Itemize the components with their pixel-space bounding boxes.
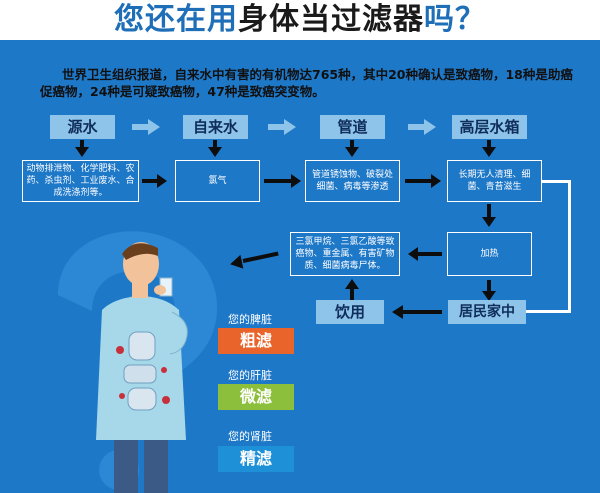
box-heating: 加热 — [447, 232, 532, 276]
arrow-down-icon — [482, 147, 496, 157]
box-source-pollutants: 动物排泄物、化学肥料、农药、杀虫剂、工业废水、合成洗涤剂等。 — [22, 160, 139, 202]
step-drink: 饮用 — [316, 300, 384, 324]
arrow-left-icon — [228, 254, 244, 272]
connector-line — [542, 180, 570, 183]
arrow-down-icon — [345, 147, 359, 157]
connector-line — [526, 310, 571, 313]
title-part2: 身体当过滤器 — [238, 2, 424, 37]
box-tap-chlorine: 氯气 — [175, 160, 260, 202]
arrow-right-icon — [264, 179, 292, 183]
header-pipe: 管道 — [320, 115, 385, 139]
title-part1: 您还在用 — [114, 2, 238, 37]
organ-label-liver: 您的肝脏 — [228, 369, 272, 382]
arrow-down-icon — [487, 280, 491, 292]
arrow-down-icon — [482, 217, 496, 227]
step-home: 居民家中 — [448, 300, 526, 324]
arrow-down-icon — [75, 147, 89, 157]
chevron-right-icon — [132, 119, 160, 135]
arrow-up-icon — [350, 286, 354, 300]
filter-badge-micro: 微滤 — [218, 384, 294, 410]
page-title: 您还在用身体当过滤器吗？ — [0, 0, 600, 40]
header-tank: 高层水箱 — [452, 115, 527, 139]
person-drinking-illustration — [96, 242, 188, 493]
arrow-left-icon — [392, 305, 403, 319]
arrow-down-icon — [482, 291, 496, 301]
box-tank-bacteria: 长期无人清理、细菌、青苔滋生 — [447, 160, 542, 202]
arrow-right-icon — [157, 174, 167, 188]
box-pipe-contamination: 管道锈蚀物、破裂处细菌、病毒等渗透 — [305, 160, 400, 202]
arrow-up-icon — [345, 279, 359, 289]
chevron-right-icon — [268, 119, 296, 135]
arrow-down-icon — [213, 140, 217, 148]
filter-badge-fine: 精滤 — [218, 446, 294, 472]
arrow-down-icon — [350, 140, 354, 148]
arrow-left-icon — [408, 247, 418, 261]
title-part3: 吗？ — [424, 2, 486, 37]
header-tap: 自来水 — [183, 115, 248, 139]
header-source: 源水 — [50, 115, 115, 139]
arrow-left-icon — [402, 310, 442, 314]
arrow-left-icon — [418, 252, 442, 256]
arrow-down-icon — [487, 140, 491, 148]
arrow-down-icon — [487, 204, 491, 218]
chevron-right-icon — [408, 119, 436, 135]
arrow-down-icon — [80, 140, 84, 148]
organ-label-spleen: 您的脾脏 — [228, 313, 272, 326]
arrow-right-icon — [142, 179, 158, 183]
arrow-down-icon — [208, 147, 222, 157]
filter-badge-coarse: 粗滤 — [218, 328, 294, 354]
arrow-right-icon — [291, 174, 301, 188]
intro-text: 世界卫生组织报道，自来水中有害的有机物达765种，其中20种确认是致癌物，18种… — [40, 67, 573, 99]
organ-label-kidney: 您的肾脏 — [228, 430, 272, 443]
arrow-right-icon — [405, 179, 432, 183]
arrow-right-icon — [431, 174, 441, 188]
connector-line — [568, 180, 571, 313]
box-chemicals: 三氯甲烷、三氯乙酸等致癌物、重金属、有害矿物质、细菌病毒尸体。 — [290, 232, 400, 276]
